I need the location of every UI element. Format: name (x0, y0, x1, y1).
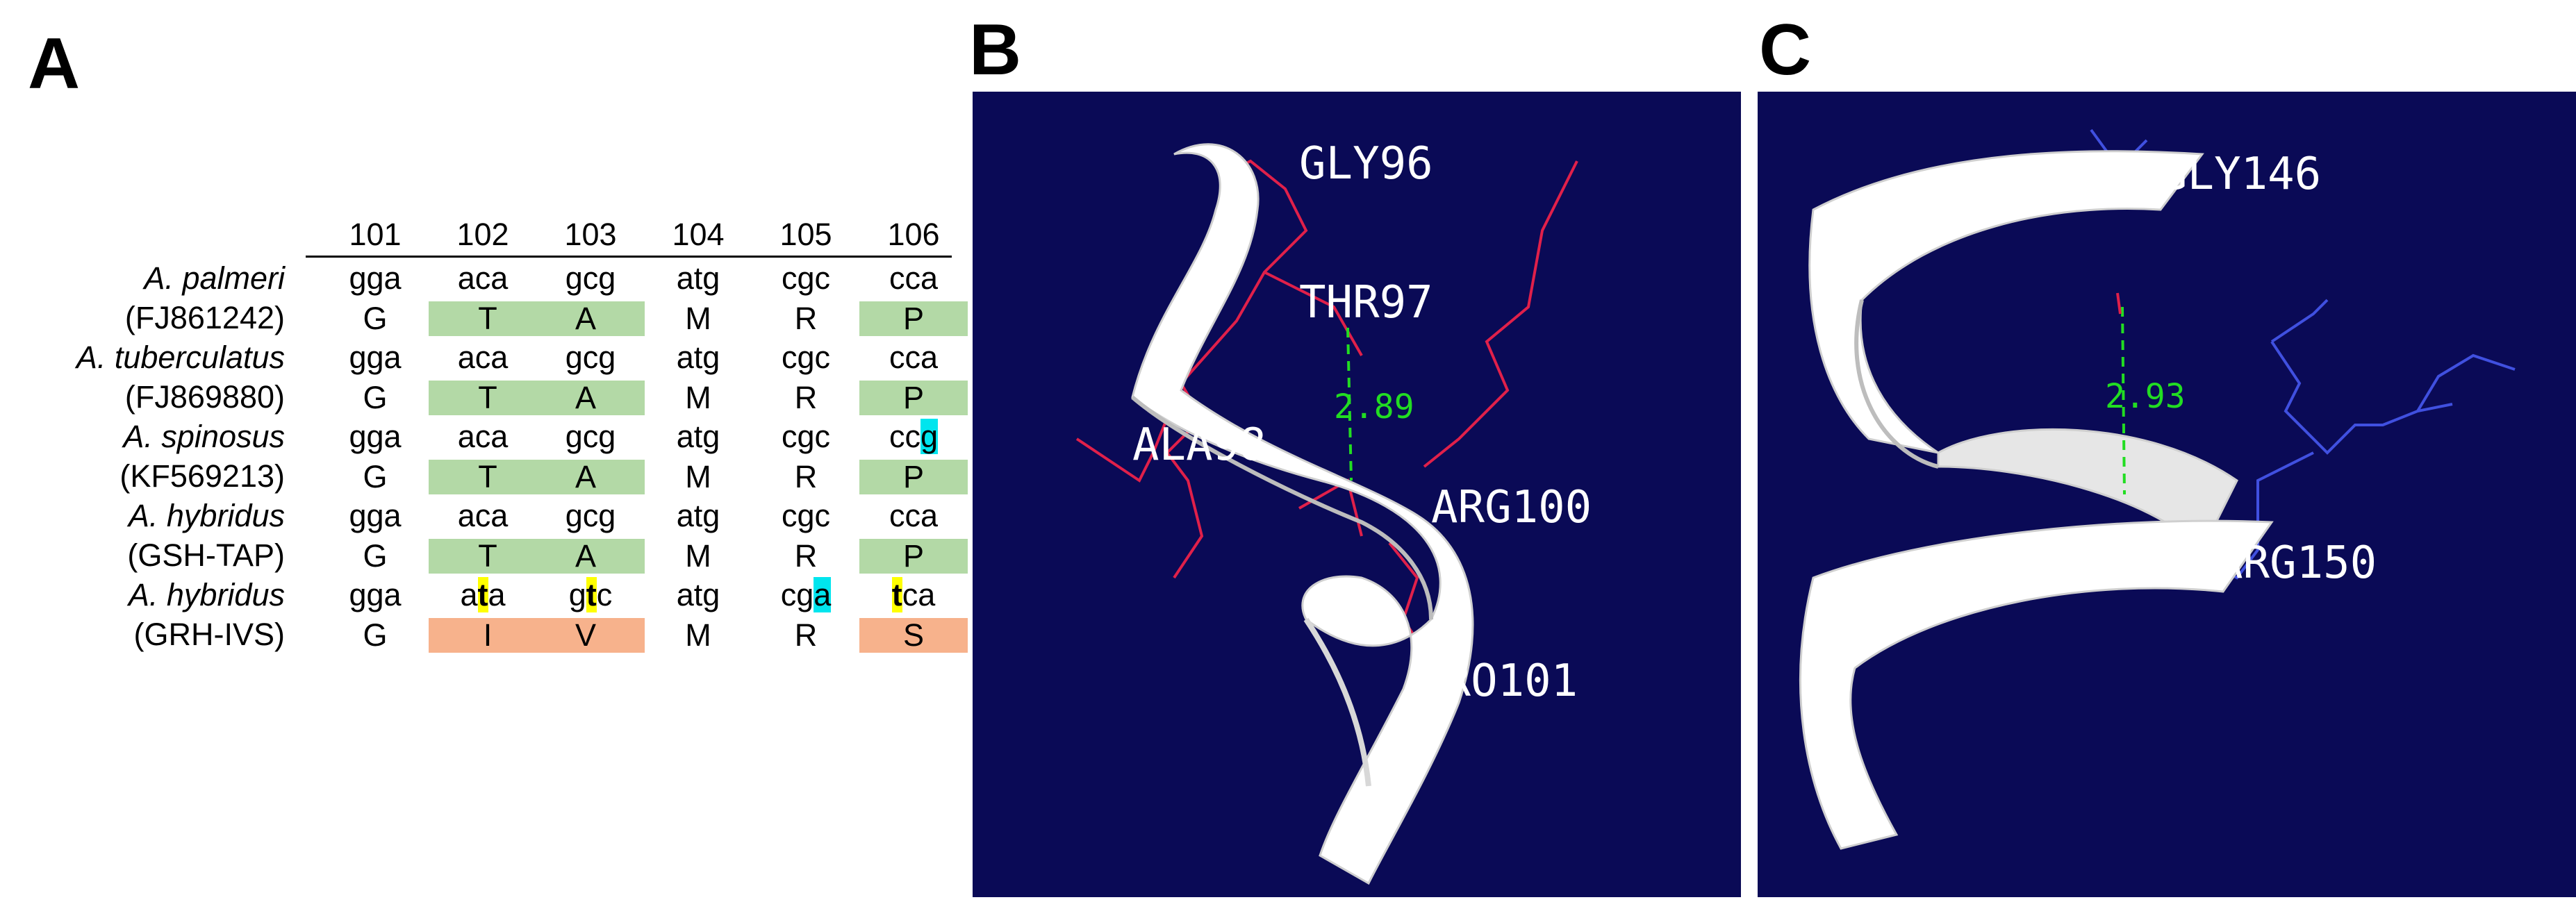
codon-cell: gcg (565, 340, 616, 375)
amino-acid-cell: R (794, 617, 818, 653)
residue-label-arg150: ARG150 (2216, 537, 2377, 589)
amino-acid-cell: V (527, 618, 645, 653)
amino-acid-cell: A (527, 381, 645, 415)
amino-acid-cell: P (859, 381, 968, 415)
sequence-alignment: 101 102 103 104 105 106 A. palmeri (FJ861242) g… (0, 0, 973, 918)
codon-cell: ata (460, 577, 506, 612)
codon-cell: tca (891, 577, 936, 612)
residue-label-ala98: ALA98 (1132, 419, 1266, 471)
helix-structure-b: 2.89 GLY96 THR97 ALA98 ARG100 PRO101 (1075, 138, 1592, 885)
hbond-distance-b: 2.89 (1334, 387, 1414, 426)
amino-acid-cell: G (363, 380, 388, 415)
ribbon-helix-b (1131, 143, 1474, 885)
ribbon-helix-c (1799, 150, 2274, 850)
codon-cell: cgc (781, 498, 831, 533)
amino-acid-cell: G (363, 301, 388, 336)
panel-label-c: C (1759, 10, 1812, 90)
codon-cell: atg (676, 260, 720, 296)
hbond-distance-c: 2.93 (2105, 377, 2186, 416)
codon-cell: cca (889, 340, 939, 375)
amino-acid-cell: G (363, 617, 388, 653)
position-105: 105 (779, 217, 832, 252)
codon-cell: gga (349, 340, 402, 375)
amino-acid-cell: P (859, 460, 968, 494)
codon-cell: gga (349, 260, 402, 296)
position-104: 104 (672, 217, 725, 252)
species-name: A. tuberculatus (76, 340, 285, 375)
amino-acid-cell: A (527, 460, 645, 494)
codon-cell: cca (889, 498, 939, 533)
residue-labels-c: GLY146 ARG150 (2161, 149, 2377, 589)
amino-acid-cell: R (794, 380, 818, 415)
residue-label-gly96: GLY96 (1299, 138, 1433, 190)
hbond-line-c (2121, 306, 2126, 495)
species-name: A. spinosus (123, 419, 285, 454)
amino-acid-cell: M (685, 301, 711, 336)
amino-acid-cell: A (527, 539, 645, 574)
amino-acid-cell: P (859, 301, 968, 336)
codon-cell: atg (676, 419, 720, 454)
position-101: 101 (349, 217, 402, 252)
amino-acid-cell: R (794, 459, 818, 494)
residue-label-gly146: GLY146 (2161, 149, 2321, 200)
header-divider (306, 256, 952, 258)
amino-acid-cell: M (685, 380, 711, 415)
codon-cell: gcg (565, 260, 616, 296)
codon-cell: gga (349, 577, 402, 612)
codon-cell: cgc (781, 419, 831, 454)
accession-id: (GRH-IVS) (133, 617, 286, 652)
panel-label-a: A (28, 24, 81, 104)
residue-labels-b: GLY96 THR97 ALA98 ARG100 PRO101 (1132, 138, 1592, 707)
codon-cell: aca (457, 498, 509, 533)
position-103: 103 (564, 217, 617, 252)
codon-cell: atg (676, 498, 720, 533)
helix-structure-c: 2.93 GLY146 ARG150 (1799, 128, 2516, 850)
accession-id: (KF569213) (119, 458, 285, 494)
accession-id: (FJ861242) (124, 300, 285, 335)
amino-acid-cell: G (363, 459, 388, 494)
codon-cell: gcg (565, 498, 616, 533)
residue-label-thr97: THR97 (1299, 277, 1433, 328)
codon-cell: gcg (565, 419, 616, 454)
species-name: A. hybridus (128, 577, 285, 612)
codon-cell: atg (676, 340, 720, 375)
codon-cell: aca (457, 419, 509, 454)
codon-cell: aca (457, 260, 509, 296)
codon-cell: cga (780, 577, 832, 612)
codon-cell: cca (889, 260, 939, 296)
codon-cell: ccg (889, 419, 939, 454)
accession-id: (FJ869880) (124, 379, 285, 415)
species-name: A. palmeri (144, 260, 285, 296)
panel-label-b: B (969, 10, 1022, 90)
codon-cell: gga (349, 498, 402, 533)
codon-cell: atg (676, 577, 720, 612)
residue-label-arg100: ARG100 (1431, 482, 1592, 533)
codon-cell: aca (457, 340, 509, 375)
accession-id: (GSH-TAP) (127, 537, 285, 573)
codon-cell: cgc (781, 260, 831, 296)
position-106: 106 (887, 217, 940, 252)
amino-acid-cell: M (685, 617, 711, 653)
amino-acid-cell: M (685, 459, 711, 494)
structure-panel-b: 2.89 GLY96 THR97 ALA98 ARG100 PRO101 (973, 92, 1741, 897)
position-102: 102 (456, 217, 509, 252)
amino-acid-cell: R (794, 301, 818, 336)
structure-panel-c: 2.93 GLY146 ARG150 (1758, 92, 2576, 897)
amino-acid-cell: A (527, 301, 645, 336)
amino-acid-cell: M (685, 538, 711, 574)
oxygen-stick-c (2116, 292, 2122, 315)
amino-acid-cell: R (794, 538, 818, 574)
amino-acid-cell: P (859, 539, 968, 574)
codon-cell: cgc (781, 340, 831, 375)
amino-acid-cell: S (859, 618, 968, 653)
residue-label-pro101: PRO101 (1417, 656, 1578, 707)
species-name: A. hybridus (128, 498, 285, 533)
codon-cell: gtc (568, 577, 613, 612)
amino-acid-cell: G (363, 538, 388, 574)
hbond-line-b (1346, 327, 1353, 481)
codon-cell: gga (349, 419, 402, 454)
